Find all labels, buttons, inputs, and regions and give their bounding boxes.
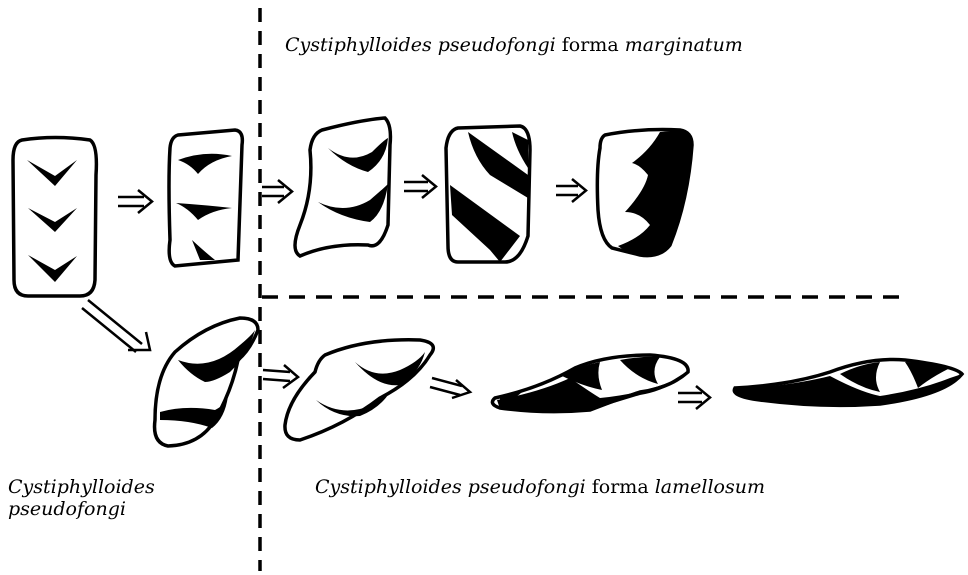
species-text: pseudofongi: [8, 498, 155, 520]
genus-text: Cystiphylloides: [285, 34, 432, 56]
specimen-base: [13, 138, 96, 297]
arrow-6: [430, 378, 470, 398]
label-base-species: Cystiphylloides pseudofongi: [8, 476, 155, 520]
specimen-marginatum-3: [446, 126, 530, 262]
label-marginatum: Cystiphylloides pseudofongi forma margin…: [285, 34, 743, 56]
genus-text: Cystiphylloides: [8, 476, 155, 498]
specimen-marginatum-4: [597, 130, 692, 256]
arrow-3: [404, 175, 436, 198]
arrow-4: [556, 179, 586, 202]
specimen-marginatum-2: [295, 118, 390, 256]
specimen-lamellosum-4: [734, 360, 962, 406]
form-text: marginatum: [625, 34, 743, 56]
arrow-1: [118, 190, 152, 213]
specimen-lamellosum-3: [492, 355, 688, 412]
specimen-marginatum-1: [169, 130, 242, 266]
forma-text: forma: [562, 34, 619, 56]
arrow-5: [263, 365, 298, 388]
specimen-lamellosum-1: [155, 318, 258, 446]
label-lamellosum: Cystiphylloides pseudofongi forma lamell…: [315, 476, 765, 498]
forma-text: forma: [592, 476, 649, 498]
arrow-7: [678, 386, 710, 409]
form-text: lamellosum: [655, 476, 765, 498]
genus-text: Cystiphylloides: [315, 476, 462, 498]
arrow-diagonal: [82, 300, 150, 352]
specimen-lamellosum-2: [285, 340, 433, 440]
species-text: pseudofongi: [468, 476, 586, 498]
species-text: pseudofongi: [438, 34, 556, 56]
arrow-2: [262, 180, 292, 203]
